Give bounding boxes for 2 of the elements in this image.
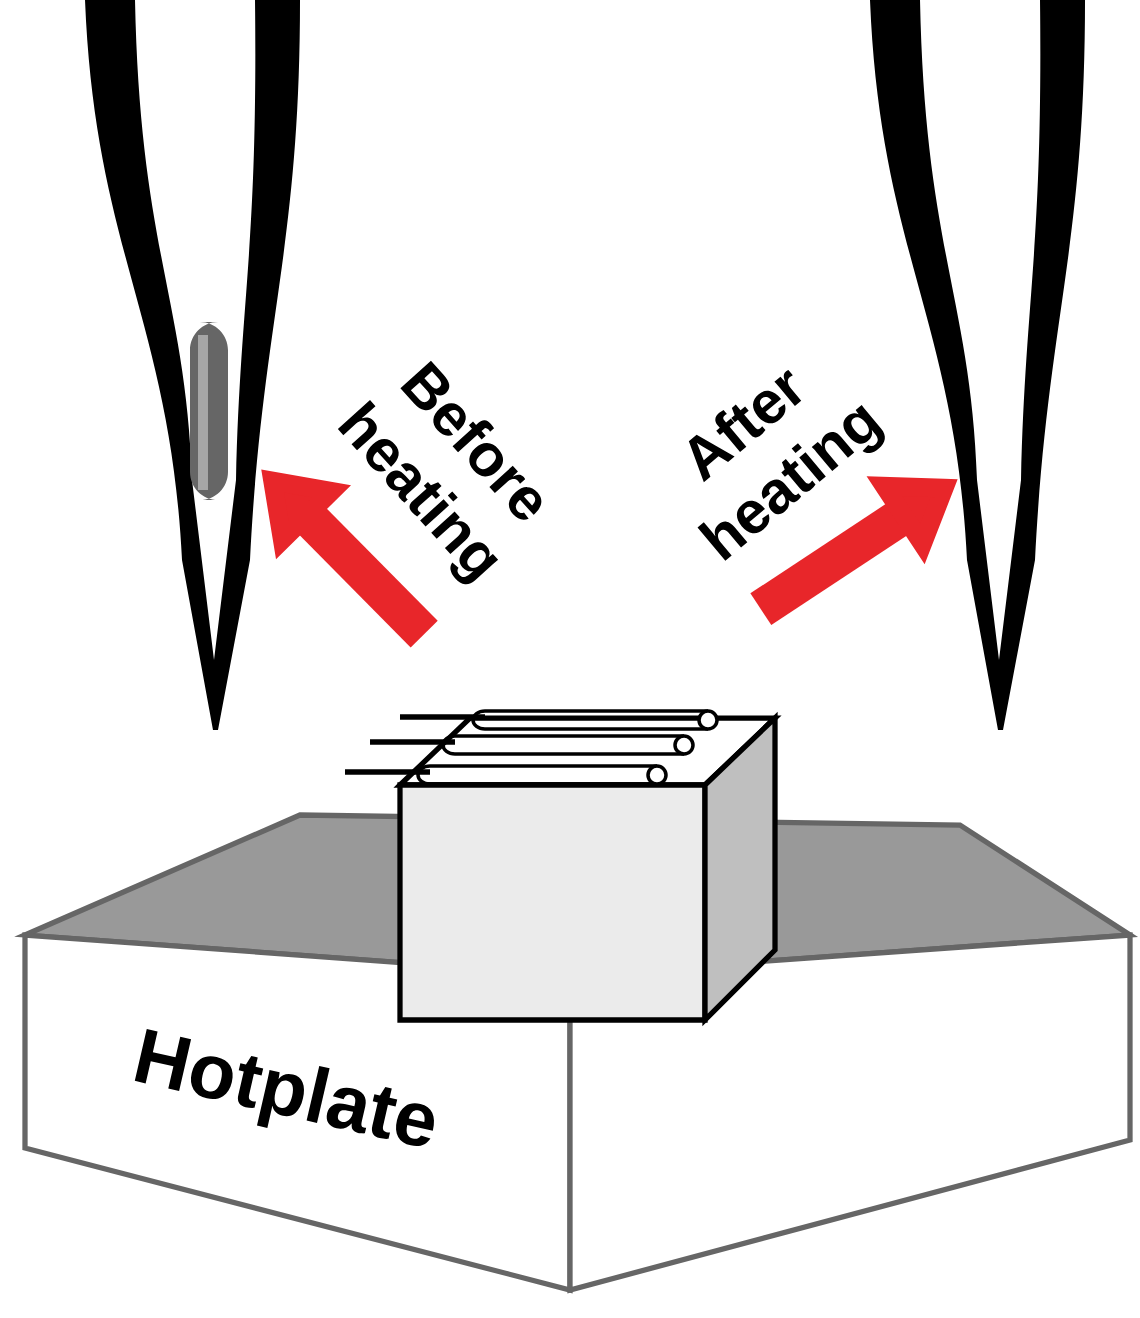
pipette-drawing (85, 0, 300, 730)
node-label: Hotplate (134, 1029, 434, 1147)
